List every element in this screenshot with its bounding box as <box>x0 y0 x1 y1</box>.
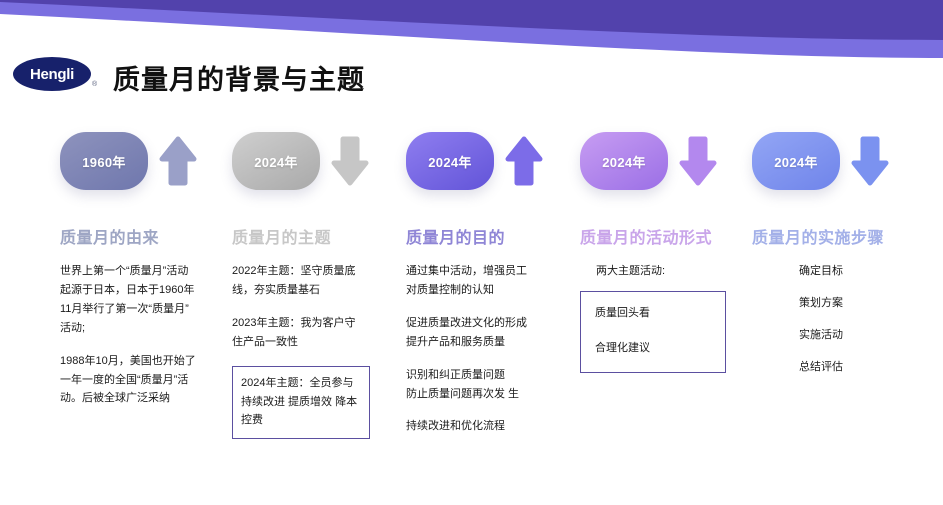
year-badge-label: 2024年 <box>774 154 818 170</box>
year-badge-label: 2024年 <box>254 154 298 170</box>
badge-row-1: 1960年 <box>60 130 198 192</box>
badge-row-3: 2024年 <box>406 130 544 192</box>
column-heading-5: 质量月的实施步骤 <box>752 230 885 247</box>
text-block-1: 世界上第一个“质量月”活动 起源于日本，日本于1960年 11月举行了第一次“质… <box>60 265 195 334</box>
text-block-3: 实施活动 <box>799 328 843 341</box>
year-badge-3[interactable]: 2024年 <box>406 132 494 190</box>
arrow-up-icon <box>159 136 197 186</box>
year-badge-5[interactable]: 2024年 <box>752 132 840 190</box>
year-badge-2[interactable]: 2024年 <box>232 132 320 190</box>
column-body-3: 通过集中活动，增强员工 对质量控制的认知促进质量改进文化的形成 提升产品和服务质… <box>406 262 544 436</box>
column-body-2: 2022年主题：坚守质量底 线，夯实质量基石 2023年主题：我为客户守 住产品一… <box>232 262 370 440</box>
column-heading-1: 质量月的由来 <box>60 230 160 247</box>
year-badge-label: 2024年 <box>602 154 646 170</box>
text-block-3: 识别和纠正质量问题 防止质量问题再次发 生 <box>406 368 520 400</box>
year-badge-4[interactable]: 2024年 <box>580 132 668 190</box>
badge-row-2: 2024年 <box>232 130 370 192</box>
page-title: 质量月的背景与主题 <box>113 65 365 96</box>
column-body-4: 两大主题活动: 质量回头看合理化建议 <box>580 262 726 373</box>
badge-row-5: 2024年 <box>752 130 890 192</box>
year-badge-1[interactable]: 1960年 <box>60 132 148 190</box>
year-badge-label: 2024年 <box>428 154 472 170</box>
column-5: 2024年质量月的实施步骤确定目标策划方案实施活动总结评估 <box>752 130 890 390</box>
arrow-down-icon <box>851 136 889 186</box>
column-body-1: 世界上第一个“质量月”活动 起源于日本，日本于1960年 11月举行了第一次“质… <box>60 262 198 408</box>
activity-item-2: 合理化建议 <box>595 341 650 354</box>
column-3: 2024年质量月的目的通过集中活动，增强员工 对质量控制的认知促进质量改进文化的… <box>406 130 544 436</box>
logo-label: Hengli <box>29 65 75 83</box>
text-block-1: 2022年主题：坚守质量底 线，夯实质量基石 <box>232 265 356 296</box>
text-block-4: 持续改进和优化流程 <box>406 420 505 433</box>
column-1: 1960年质量月的由来世界上第一个“质量月”活动 起源于日本，日本于1960年 … <box>60 130 198 408</box>
year-badge-label: 1960年 <box>82 154 126 170</box>
column-heading-4: 质量月的活动形式 <box>580 230 713 247</box>
hengli-logo: Hengli ® <box>13 57 101 97</box>
column-body-5: 确定目标策划方案实施活动总结评估 <box>752 262 890 377</box>
text-block-2: 2023年主题：我为客户守 住产品一致性 <box>232 316 356 348</box>
arrow-down-icon <box>679 136 717 186</box>
text-block-2: 策划方案 <box>799 296 843 309</box>
text-block-2: 促进质量改进文化的形成 提升产品和服务质量 <box>406 316 527 348</box>
text-block-1: 确定目标 <box>799 265 843 277</box>
logo-ellipse: Hengli <box>13 57 91 91</box>
activity-item-1: 质量回头看 <box>595 306 650 319</box>
registered-mark: ® <box>92 81 98 88</box>
text-block-1: 通过集中活动，增强员工 对质量控制的认知 <box>406 265 527 296</box>
column-heading-2: 质量月的主题 <box>232 230 332 247</box>
activity-box: 质量回头看合理化建议 <box>580 290 726 373</box>
text-block-2: 1988年10月，美国也开始了 一年一度的全国“质量月”活 动。后被全球广泛采纳 <box>60 354 196 405</box>
column-2: 2024年质量月的主题 2022年主题：坚守质量底 线，夯实质量基石 2023年主题… <box>232 130 370 440</box>
column-heading-3: 质量月的目的 <box>406 230 506 247</box>
text-block-4: 总结评估 <box>799 360 843 373</box>
column-4: 2024年质量月的活动形式两大主题活动: 质量回头看合理化建议 <box>580 130 726 373</box>
activity-lead: 两大主题活动: <box>596 265 666 277</box>
badge-row-4: 2024年 <box>580 130 726 192</box>
arrow-up-icon <box>505 136 543 186</box>
arrow-down-icon <box>331 136 369 186</box>
boxed-text-block-3: 2024年主题：全员参与 持续改进 提质增效 降本 控费 <box>232 365 370 440</box>
